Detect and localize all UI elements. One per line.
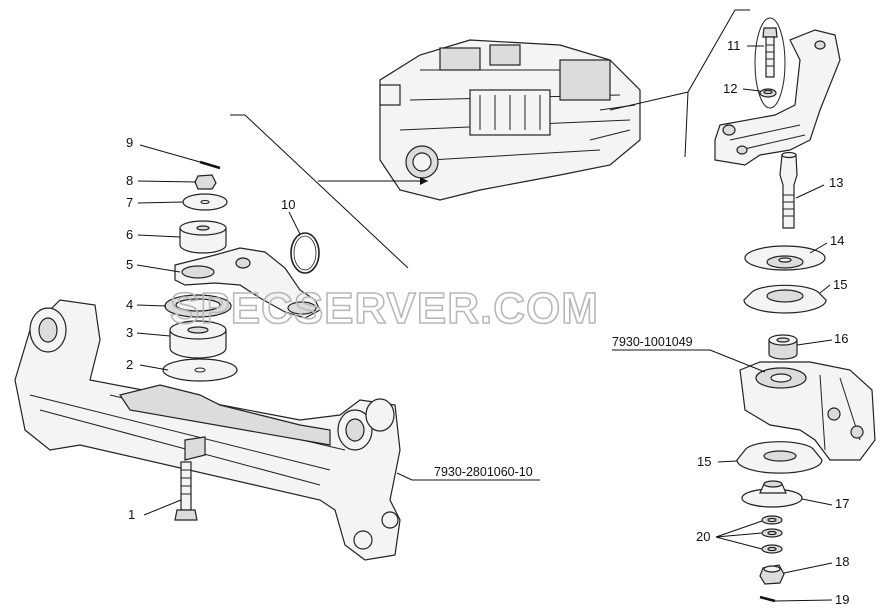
part-13-stud [779,151,798,229]
part-12-washer [759,88,777,98]
callout-15-upper: 15 [833,277,847,292]
bolt-11-12-highlight [754,17,786,109]
part-20-washers [761,515,783,554]
callout-4: 4 [126,297,133,312]
upper-bracket-illustration [714,29,841,166]
part-19-pin [759,595,776,603]
part-9-pin [199,160,221,170]
part-3-bushing [169,320,227,359]
callout-20: 20 [696,529,710,544]
callout-10: 10 [281,197,295,212]
callout-18: 18 [835,554,849,569]
callout-7: 7 [126,195,133,210]
watermark-text: SPECSERVER.COM [170,284,599,333]
callout-16: 16 [834,331,848,346]
engine-pointer-left [230,114,409,269]
part-18-nut [759,564,785,585]
part-6-bushing [179,220,227,254]
callout-9: 9 [126,135,133,150]
callout-2: 2 [126,357,133,372]
callout-17: 17 [835,496,849,511]
callout-6: 6 [126,227,133,242]
callout-11: 11 [727,38,741,53]
part-10-snap-ring [290,232,320,274]
engine-illustration [379,39,641,201]
part-1-bolt [174,461,198,521]
callout-8: 8 [126,173,133,188]
part-14-cup [744,245,826,271]
part-11-bolt [762,27,778,78]
part-16-spacer [768,334,798,360]
callout-14: 14 [830,233,844,248]
callout-3: 3 [126,325,133,340]
bracket-7930-1001049 [739,361,876,461]
part-4-ring [164,294,232,318]
part-17-cup [741,480,803,508]
front-axle-illustration [14,299,401,561]
part-15-rubber-upper [743,284,827,314]
callout-1: 1 [128,507,135,522]
part-15-rubber-lower [736,441,823,474]
callout-15-lower: 15 [697,454,711,469]
part-2-washer [162,358,238,382]
callout-12: 12 [723,81,737,96]
part-code-front-axle: 7930-2801060-10 [434,465,533,479]
callout-13: 13 [829,175,843,190]
part-7-washer [182,193,228,211]
engine-pointer-right [609,9,750,158]
part-code-bracket: 7930-1001049 [612,335,693,349]
callout-5: 5 [126,257,133,272]
leader-lines [136,45,833,602]
part-8-nut [194,174,217,190]
callout-19: 19 [835,592,849,607]
part-5-bracket [174,247,321,319]
